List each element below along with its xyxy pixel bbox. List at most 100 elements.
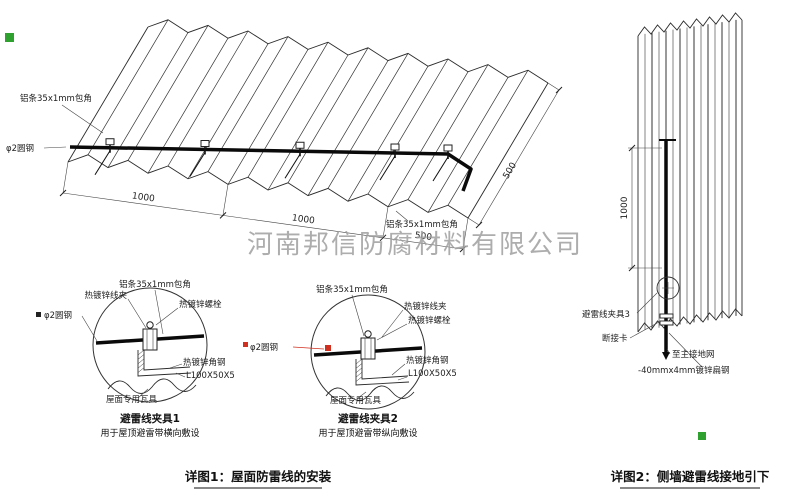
side-panel-top-edge [637,12,743,37]
main-label-leaders [43,104,409,222]
side-wall-view: 1000 避雷线夹具3 断接卡 至主接地网 -40mmx4mm镀锌扁钢 [582,12,743,440]
caption-detail2: 详图2：侧墙避雷线接地引下 [611,469,770,484]
label-round-steel-main: φ2圆钢 [6,143,34,154]
clamp-support [379,155,396,181]
detail2-red-point [243,342,248,347]
clamp-support [284,153,301,179]
hatch-line [355,376,363,382]
hatch-line [137,367,145,373]
clamp3-callout-circle [656,276,680,300]
detail2-hatch [355,358,363,382]
side-panel-ribs [644,19,737,330]
detail1-label-tile: 屋面专用瓦具 [106,394,158,405]
roof-side-edges [67,26,549,219]
right-dim-ticks [475,86,563,229]
roof-back-edge [147,19,549,84]
side-label-clamp3: 避雷线夹具3 [582,309,630,320]
detail1-label-bolt: 热镀锌螺栓 [179,299,222,310]
hatch-line [137,349,145,356]
ridge-line [427,77,509,213]
side-label-disconnect: 断接卡 [602,333,628,344]
dim-1000-b: 1000 [291,213,315,226]
ridge-line [227,49,309,185]
ridge-line [447,70,529,206]
detail2-label-clamp: 热镀锌线夹 [404,301,447,312]
dim-extension-lines [62,161,469,250]
ridge-line [87,19,169,155]
detail1-hatch [137,349,145,373]
hatch-line [355,358,363,365]
detail2-label-bolt: 热镀锌螺栓 [408,315,451,326]
detail1-angle-steel [137,350,192,377]
clamp3-cross [662,282,674,294]
dim-ticks [59,189,467,253]
detail2-label-tile: 屋面专用瓦具 [330,395,382,406]
clamp-head [200,140,210,147]
label-aluminium-strip-bottom: 铝条35x1mm包角 [386,219,458,230]
detail1-label-strip: 铝条35x1mm包角 [119,279,191,290]
detail2-subtitle: 用于屋顶避雷带纵向敷设 [318,427,417,439]
detail2-clamp-body [360,337,376,360]
side-label-flat-steel: -40mmx4mm镀锌扁钢 [638,365,729,376]
hatch-line [355,367,363,373]
hatch-line [355,372,363,378]
detail2-label-angle-steel: 热镀锌角钢 [406,355,449,366]
label-aluminium-strip-top: 铝条35x1mm包角 [20,93,92,104]
detail2-red-leader [292,346,325,350]
detail2-bolt-head [364,330,372,338]
detail1-label-angle-spec: L100X50X5 [186,371,235,381]
detail1-label-clamp: 热镀锌线夹 [84,290,127,301]
side-panel-side-edges [637,20,743,332]
caption-detail1: 详图1：屋面防雷线的安装 [185,469,332,484]
right-dim-extension-lines [467,82,560,226]
ridge-line [307,60,389,196]
detail1-tile-profile [107,378,197,394]
clamp-head [390,143,400,151]
hatch-line [137,363,145,369]
hatch-line [355,363,363,369]
detail1-clamp-body [142,328,158,351]
dim-500-right: 500 [502,161,520,181]
dim-line [62,192,464,250]
hatch-line [137,358,145,364]
ridge-line [127,25,209,161]
ridge-line [187,43,269,179]
dim-1000-a: 1000 [131,191,155,204]
ridge-line [347,66,429,202]
detail2-label-round-steel: φ2圆钢 [250,342,278,353]
clamp-head [443,144,453,152]
detail1-leaders [81,289,186,399]
ridge-line [387,71,469,207]
side-label-leaders [629,292,703,368]
detail2-red-marker [325,345,331,351]
ridge-line [287,47,369,183]
detail2-label-angle-spec: L100X50X5 [408,369,457,379]
ridge-line [367,58,449,195]
detail2-leaders [351,294,408,399]
detail1-label-angle-steel: 热镀锌角钢 [183,357,226,368]
disconnect-clamp-upper [659,313,674,319]
company-watermark: 河南邦信防腐材料有限公司 [247,230,583,260]
detail2-angle-steel [355,359,410,386]
side-panel-bottom-edge [637,308,743,333]
side-label-to-ground: 至主接地网 [672,349,715,360]
detail2-label-strip: 铝条35x1mm包角 [316,284,388,295]
disconnect-clamp-lower [659,320,674,326]
main-roof-view: 1000 1000 500 500 铝条35x1mm包角 φ2圆钢 铝条35x1… [6,19,563,253]
ridge-line [167,30,249,167]
clamp-head [105,138,115,146]
ridge-line [107,32,189,168]
detail-view-2: 铝条35x1mm包角 热镀锌线夹 热镀锌螺栓 φ2圆钢 热镀锌角钢 L100X5… [243,284,457,439]
detail1-title: 避雷线夹具1 [119,412,180,425]
clamp-head [295,141,305,149]
detail1-subtitle: 用于屋顶避雷带横向敷设 [100,427,199,439]
ridge-line [267,54,349,191]
detail2-circle [310,294,426,410]
ridge-line [147,38,229,174]
detail2-tile-profile [325,385,415,401]
dim-500-a: 500 [414,231,433,243]
to-ground-arrow [662,352,670,360]
side-dim-1000: 1000 [620,196,630,219]
